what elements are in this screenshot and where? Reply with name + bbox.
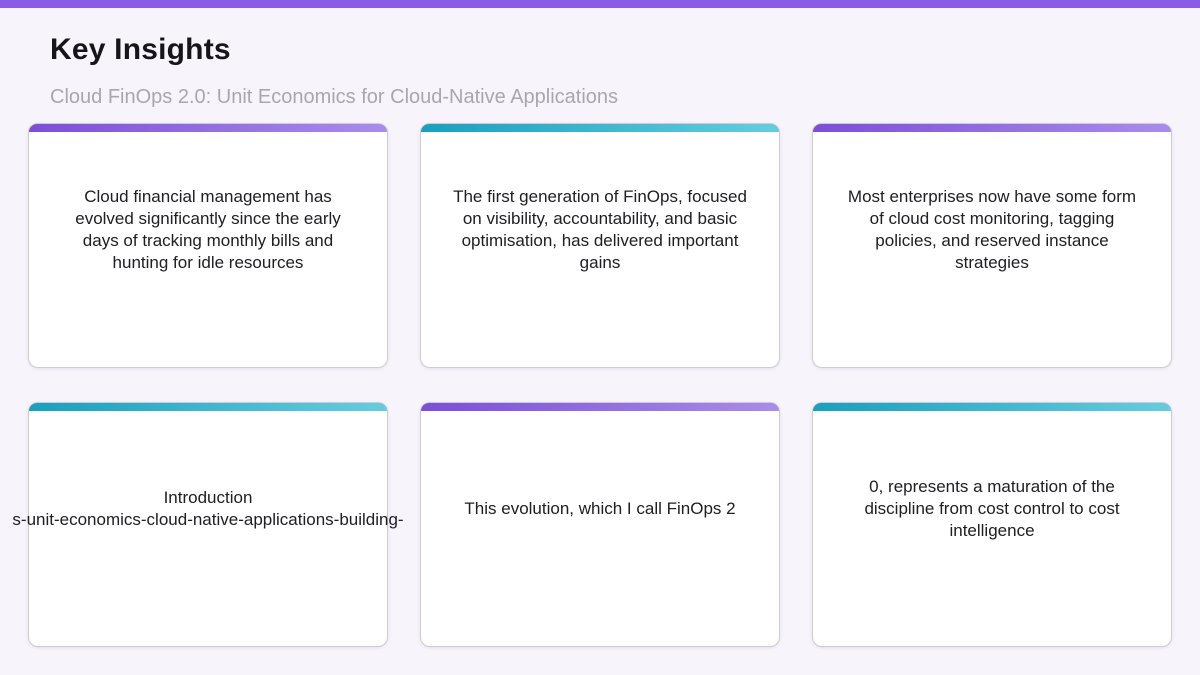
page-title: Key Insights: [50, 33, 231, 66]
slide-header: Key Insights Cloud FinOps 2.0: Unit Econ…: [0, 32, 1200, 109]
insight-card-6: 0, represents a maturation of the discip…: [812, 402, 1172, 647]
card-accent-bar: [813, 124, 1171, 132]
insight-card-3: Most enterprises now have some form of c…: [812, 123, 1172, 368]
insight-text: Introduction: [163, 487, 253, 507]
insight-text: 0, represents a maturation of the discip…: [864, 476, 1120, 540]
card-body: The first generation of FinOps, focused …: [421, 132, 779, 367]
insight-text: The first generation of FinOps, focused …: [453, 186, 747, 272]
card-body: 0, represents a maturation of the discip…: [813, 411, 1171, 646]
card-body: Most enterprises now have some form of c…: [813, 132, 1171, 367]
insight-card-1: Cloud financial management has evolved s…: [28, 123, 388, 368]
insight-card-5: This evolution, which I call FinOps 2: [420, 402, 780, 647]
page-subtitle: Cloud FinOps 2.0: Unit Economics for Clo…: [50, 86, 619, 108]
insight-card-2: The first generation of FinOps, focused …: [420, 123, 780, 368]
card-accent-bar: [29, 124, 387, 132]
insight-text: Most enterprises now have some form of c…: [847, 186, 1137, 272]
card-body: Cloud financial management has evolved s…: [29, 132, 387, 367]
insight-card-4: Introduction s-unit-economics-cloud-nati…: [12, 402, 404, 647]
card-accent-bar: [421, 403, 779, 411]
insights-grid: Cloud financial management has evolved s…: [0, 123, 1200, 647]
insight-text: Cloud financial management has evolved s…: [75, 186, 341, 272]
card-accent-bar: [421, 124, 779, 132]
card-accent-bar: [813, 403, 1171, 411]
insight-text: This evolution, which I call FinOps 2: [464, 498, 736, 518]
card-body: This evolution, which I call FinOps 2: [421, 411, 779, 646]
card-body: Introduction s-unit-economics-cloud-nati…: [12, 411, 403, 646]
top-accent-bar: [0, 0, 1200, 8]
card-accent-bar: [29, 403, 387, 411]
insight-overflow-text: s-unit-economics-cloud-native-applicatio…: [12, 509, 404, 529]
